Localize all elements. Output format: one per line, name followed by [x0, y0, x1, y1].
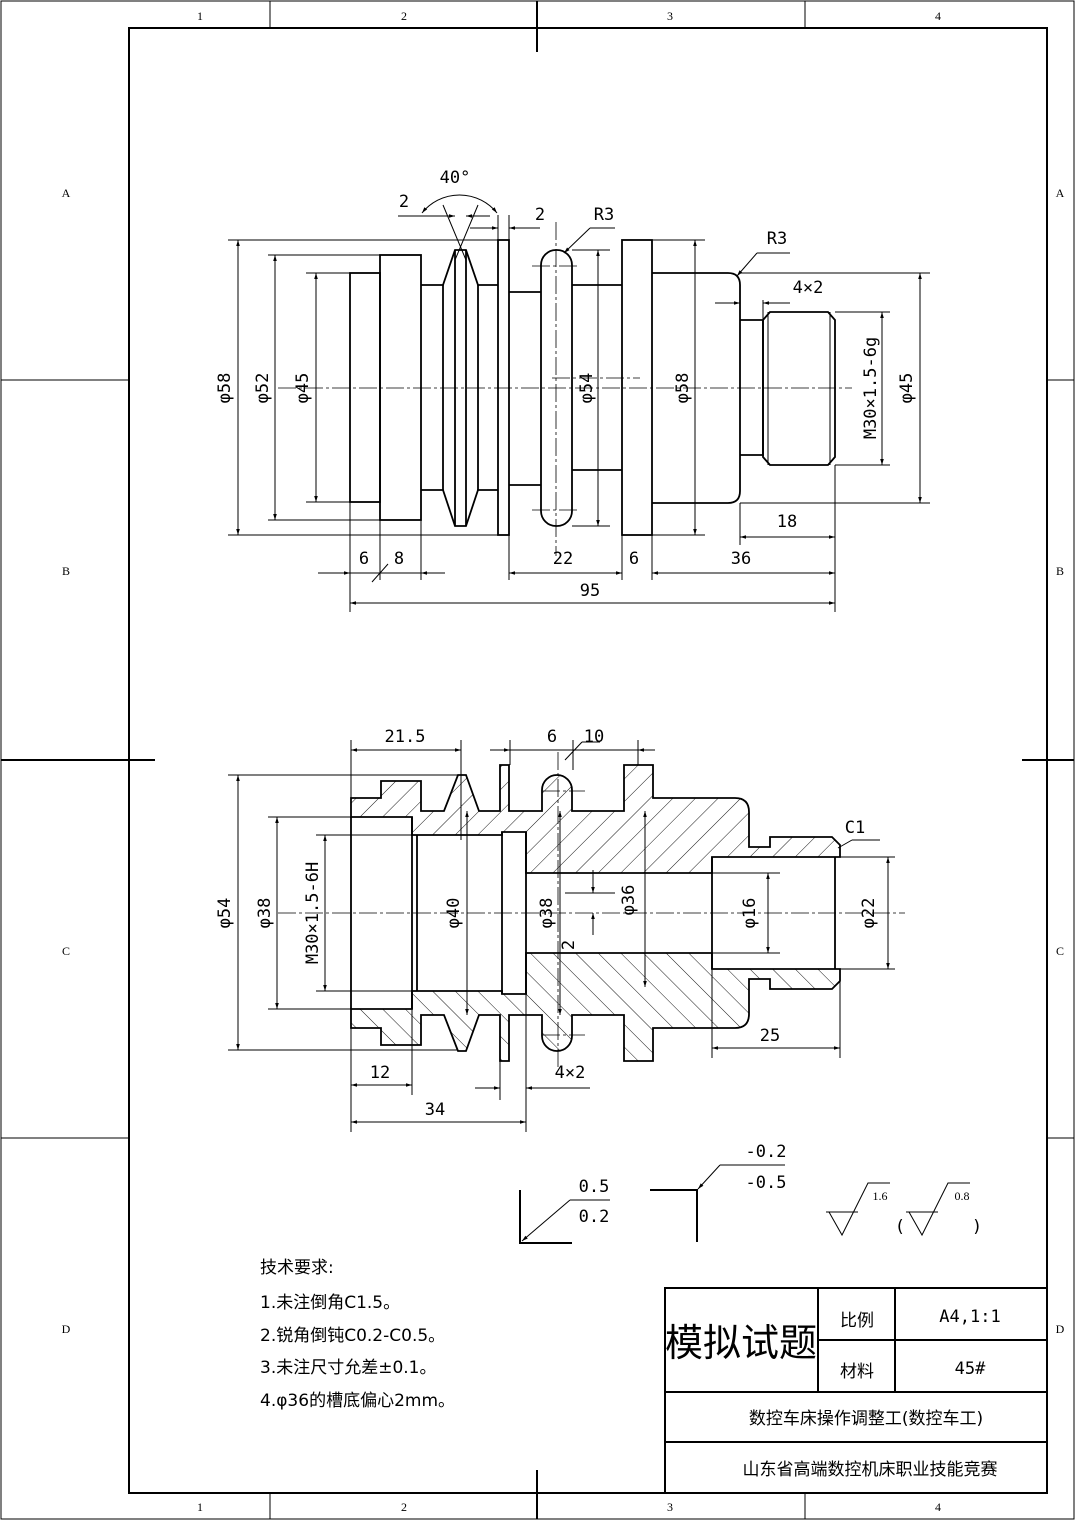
dim-top-len-8: 8 — [394, 549, 404, 569]
zone-col-4-bottom: 4 — [935, 1500, 941, 1514]
edge-condition-symbol-1: 0.5 0.2 — [519, 1177, 610, 1244]
edge-condition-symbol-2: -0.2 -0.5 — [650, 1142, 786, 1242]
dim-top-dia-45-left: φ45 — [293, 373, 313, 404]
top-view-dimensions: φ58 φ52 φ45 φ54 φ58 M30×1.5-6g φ45 40° 2… — [215, 168, 930, 612]
dim-top-angle: 40° — [440, 168, 471, 188]
zone-col-2-bottom: 2 — [401, 1500, 407, 1514]
edge-lower-value: 0.2 — [579, 1207, 610, 1227]
dim-sec-dia-38-mid: φ38 — [537, 898, 557, 929]
zone-row-a-right: A — [1056, 186, 1065, 200]
paren-open: ( — [895, 1217, 905, 1237]
tech-req-item: 2.锐角倒钝C0.2-C0.5。 — [260, 1326, 445, 1346]
dim-sec-dia-40: φ40 — [444, 898, 464, 929]
dim-top-dia-58-left: φ58 — [215, 373, 235, 404]
scale-value: A4,1:1 — [939, 1307, 1000, 1327]
zone-col-3: 3 — [667, 9, 673, 23]
dim-top-len-6a: 6 — [359, 549, 369, 569]
tech-req-item: 4.φ36的槽底偏心2mm。 — [260, 1391, 455, 1411]
section-view-dimensions: 21.5 6 10 φ54 φ38 M30×1.5-6H φ40 φ38 2 φ… — [215, 727, 895, 1132]
section-view-outline — [278, 752, 905, 1070]
zone-row-b: B — [62, 564, 70, 578]
event-name: 山东省高端数控机床职业技能竞赛 — [743, 1459, 998, 1480]
paren-close: ) — [972, 1217, 982, 1237]
zone-col-3-bottom: 3 — [667, 1500, 673, 1514]
dim-sec-len-34: 34 — [425, 1100, 445, 1120]
dim-top-slot-radius: R3 — [594, 205, 614, 225]
dim-top-len-22: 22 — [553, 549, 573, 569]
dim-top-dia-45-right: φ45 — [897, 373, 917, 404]
top-view-outline — [278, 222, 852, 556]
dim-top-undercut: 4×2 — [793, 278, 824, 298]
scale-label: 比例 — [840, 1311, 874, 1331]
dim-top-dia-54: φ54 — [577, 373, 597, 404]
zone-row-d: D — [62, 1322, 71, 1336]
dim-sec-len-21-5: 21.5 — [385, 727, 426, 747]
zone-col-4: 4 — [935, 9, 941, 23]
material-label: 材料 — [840, 1362, 874, 1382]
title-block: 模拟试题 比例 A4,1:1 材料 45# 数控车床操作调整工(数控车工) 山东… — [664, 1287, 1048, 1494]
dim-top-flange-width: 2 — [535, 205, 545, 225]
drawing-title: 模拟试题 — [665, 1321, 817, 1365]
zone-row-b-right: B — [1056, 564, 1064, 578]
surface-roughness-symbols: 1.6 ( 0.8 ) — [826, 1182, 982, 1237]
dim-sec-dia-36: φ36 — [619, 885, 639, 916]
dim-sec-len-12: 12 — [370, 1063, 390, 1083]
dim-sec-len-6: 6 — [547, 727, 557, 747]
dim-sec-thread: M30×1.5-6H — [303, 862, 323, 964]
job-title: 数控车床操作调整工(数控车工) — [749, 1409, 983, 1429]
zone-col-1: 1 — [197, 9, 203, 23]
dim-top-len-6b: 6 — [629, 549, 639, 569]
dim-top-corner-radius: R3 — [767, 229, 787, 249]
dim-sec-dia-38-left: φ38 — [255, 898, 275, 929]
technical-requirements: 技术要求: 1.未注倒角C1.5。 2.锐角倒钝C0.2-C0.5。 3.未注尺… — [260, 1258, 455, 1411]
dim-top-thread: M30×1.5-6g — [861, 337, 881, 439]
roughness-other-value: 0.8 — [955, 1189, 970, 1203]
roughness-icon — [826, 1182, 890, 1237]
zone-col-2: 2 — [401, 9, 407, 23]
zone-labels: 1 2 3 4 1 2 3 4 A B C D A B C D — [62, 9, 1065, 1514]
material-value: 45# — [955, 1359, 986, 1379]
dim-top-len-95: 95 — [580, 581, 600, 601]
zone-row-c: C — [62, 944, 70, 958]
dim-top-len-36: 36 — [731, 549, 751, 569]
tech-req-title: 技术要求: — [260, 1258, 334, 1278]
dim-sec-len-10: 10 — [584, 727, 604, 747]
edge2-lower-value: -0.5 — [746, 1173, 787, 1193]
dim-sec-dia-54: φ54 — [215, 898, 235, 929]
roughness-icon-secondary — [906, 1182, 970, 1237]
dim-sec-dia-22: φ22 — [859, 898, 879, 929]
dim-sec-undercut: 4×2 — [555, 1063, 586, 1083]
dim-top-len-18: 18 — [777, 512, 797, 532]
tech-req-item: 1.未注倒角C1.5。 — [260, 1293, 400, 1313]
dim-sec-len-25: 25 — [760, 1026, 780, 1046]
zone-row-d-right: D — [1056, 1322, 1065, 1336]
dim-top-dia-52: φ52 — [253, 373, 273, 404]
tech-req-item: 3.未注尺寸允差±0.1。 — [260, 1358, 437, 1378]
dim-top-groove-width: 2 — [399, 192, 409, 212]
edge-upper-value: 0.5 — [579, 1177, 610, 1197]
dim-sec-chamfer: C1 — [845, 818, 865, 838]
zone-col-1-bottom: 1 — [197, 1500, 203, 1514]
dim-top-dia-58-right: φ58 — [673, 373, 693, 404]
zone-row-a: A — [62, 186, 71, 200]
dim-sec-dia-16: φ16 — [740, 898, 760, 929]
edge2-upper-value: -0.2 — [746, 1142, 787, 1162]
zone-row-c-right: C — [1056, 944, 1064, 958]
roughness-main-value: 1.6 — [873, 1189, 888, 1203]
dim-sec-offset-2: 2 — [559, 940, 579, 950]
